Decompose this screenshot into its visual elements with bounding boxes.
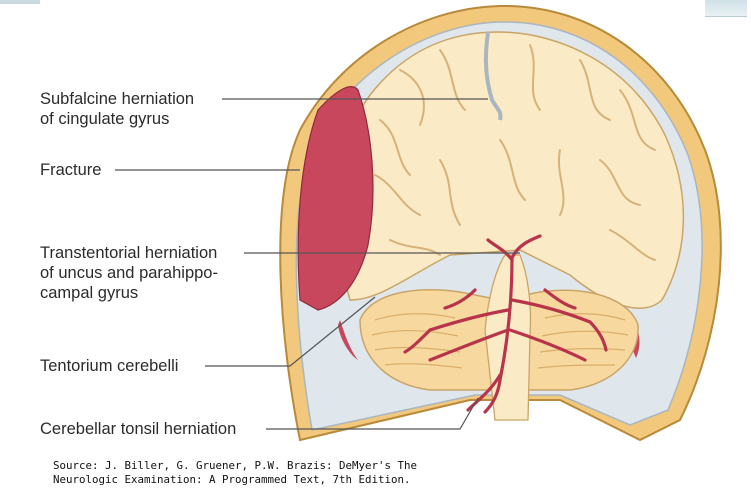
falx bbox=[483, 31, 503, 121]
label-cerebellar-tonsil-herniation: Cerebellar tonsil herniation bbox=[40, 419, 236, 439]
corner-accent-left bbox=[0, 0, 40, 4]
cerebellar-folia bbox=[371, 313, 629, 369]
label-line: of uncus and parahippo- bbox=[40, 264, 218, 282]
leader-lines bbox=[115, 98, 520, 430]
label-fracture: Fracture bbox=[40, 160, 101, 180]
corner-accent-right bbox=[705, 0, 747, 17]
label-line: Cerebellar tonsil herniation bbox=[40, 420, 237, 438]
caption-line: Source: J. Biller, G. Gruener, P.W. Braz… bbox=[53, 459, 418, 472]
label-line: Fracture bbox=[40, 161, 102, 179]
caption-line: Neurologic Examination: A Programmed Tex… bbox=[53, 473, 411, 486]
hematoma bbox=[297, 86, 374, 311]
label-subfalcine-herniation: Subfalcine herniation of cingulate gyrus bbox=[40, 89, 194, 129]
label-line: campal gyrus bbox=[40, 284, 139, 302]
label-line: Tentorium cerebelli bbox=[40, 357, 179, 375]
label-line: of cingulate gyrus bbox=[40, 110, 170, 128]
sulci bbox=[374, 44, 656, 261]
label-transtentorial-herniation: Transtentorial herniation of uncus and p… bbox=[40, 243, 218, 303]
label-line: Subfalcine herniation bbox=[40, 90, 195, 108]
vessels bbox=[403, 234, 608, 414]
source-caption: Source: J. Biller, G. Gruener, P.W. Braz… bbox=[53, 459, 417, 487]
hematoma-left-pocket bbox=[338, 320, 358, 360]
label-tentorium-cerebelli: Tentorium cerebelli bbox=[40, 356, 178, 376]
label-line: Transtentorial herniation bbox=[40, 244, 218, 262]
